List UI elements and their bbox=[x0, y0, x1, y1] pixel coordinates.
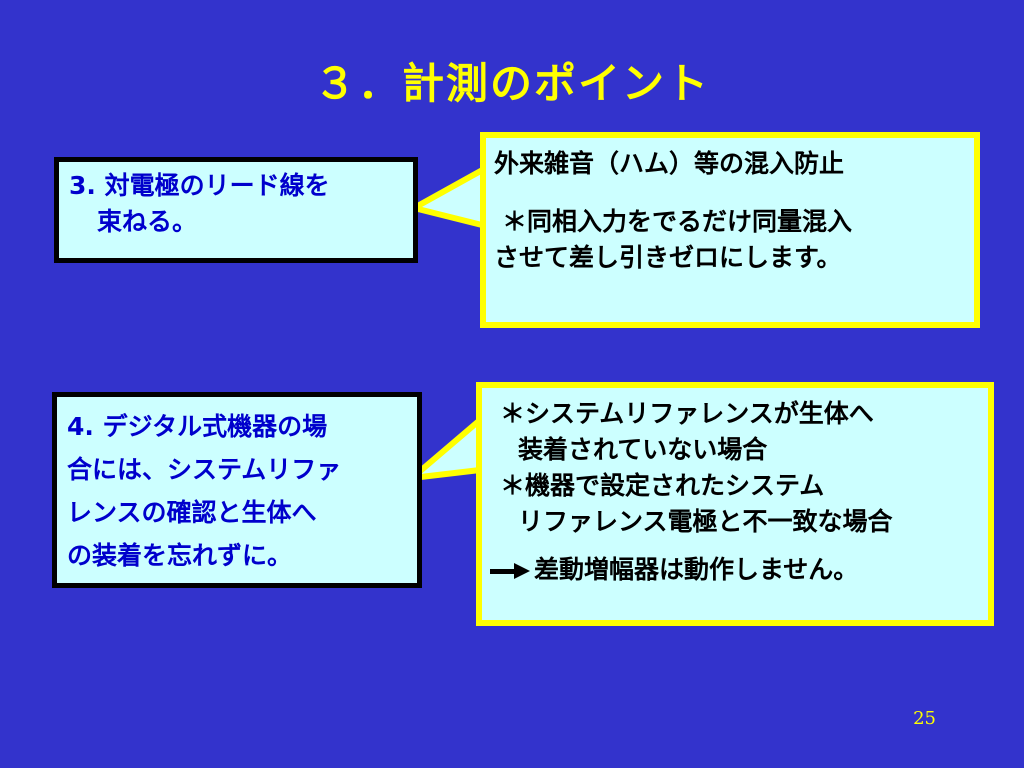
callout-2-line-4: リファレンス電極と不一致な場合 bbox=[518, 507, 893, 536]
left-box-2-line-3: レンスの確認と生体へ bbox=[67, 498, 317, 527]
page-number: 25 bbox=[913, 708, 936, 729]
callout-box-2: ＊システムリファレンスが生体へ 装着されていない場合 ＊機器で設定されたシステム… bbox=[476, 382, 994, 626]
left-box-2-line-2: 合には、システムリファ bbox=[67, 455, 342, 484]
callout-pointer-1 bbox=[411, 165, 489, 229]
callout-2-line-3: ＊機器で設定されたシステム bbox=[500, 471, 825, 500]
callout-2-line-5: 差動増幅器は動作しません。 bbox=[534, 555, 859, 584]
left-box-2-line-4: の装着を忘れずに。 bbox=[67, 541, 293, 570]
callout-box-1: 外来雑音（ハム）等の混入防止 ＊同相入力をでるだけ同量混入 させて差し引きゼロに… bbox=[480, 132, 980, 328]
callout-1-line-3: させて差し引きゼロにします。 bbox=[494, 243, 842, 272]
left-box-1: 3. 対電極のリード線を 束ねる。 bbox=[54, 157, 418, 263]
slide-title: ３．計測のポイント bbox=[313, 59, 710, 108]
left-box-2: 4. デジタル式機器の場 合には、システムリファ レンスの確認と生体へ の装着を… bbox=[52, 392, 422, 588]
callout-2-line-1: ＊システムリファレンスが生体へ bbox=[500, 399, 874, 428]
left-box-2-line-1: 4. デジタル式機器の場 bbox=[67, 412, 328, 441]
left-box-1-line-1: 3. 対電極のリード線を bbox=[69, 171, 330, 200]
callout-1-line-1: 外来雑音（ハム）等の混入防止 bbox=[494, 149, 845, 178]
callout-1-line-2: ＊同相入力をでるだけ同量混入 bbox=[502, 207, 853, 236]
callout-2-result: 差動増幅器は動作しません。 bbox=[490, 552, 980, 588]
callout-pointer-2 bbox=[409, 417, 483, 481]
callout-2-line-2: 装着されていない場合 bbox=[518, 435, 768, 464]
arrow-right-icon bbox=[490, 563, 530, 579]
left-box-1-line-2: 束ねる。 bbox=[97, 207, 198, 236]
